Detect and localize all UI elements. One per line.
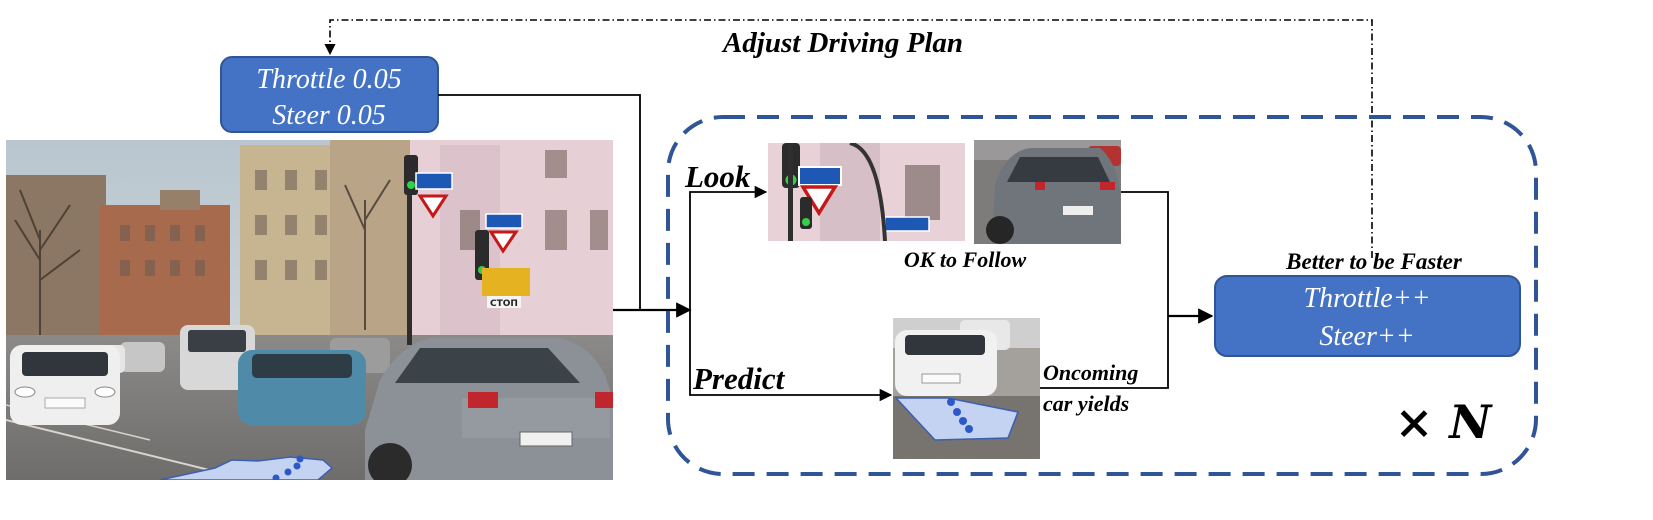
plan-connector-line [438, 94, 641, 310]
initial-throttle-text: Throttle 0.05 [256, 64, 401, 95]
better-to-be-faster-label: Better to be Faster [1285, 249, 1463, 274]
adjust-plan-title: Adjust Driving Plan [721, 27, 963, 59]
look-crop-car-image [974, 140, 1121, 244]
look-merge-line [1121, 191, 1169, 316]
look-label: Look [684, 159, 751, 194]
look-branch-line [689, 185, 768, 310]
initial-plan-box: Throttle 0.05 Steer 0.05 [220, 56, 439, 133]
oncoming-label-line1: Oncoming [1043, 360, 1138, 385]
stop-sign-text: СТОП [490, 299, 518, 309]
repeat-module-border [666, 115, 1538, 476]
adjusted-steer-text: Steer++ [1319, 321, 1414, 352]
ok-to-follow-label: OK to Follow [904, 247, 1027, 272]
predict-label: Predict [692, 361, 786, 396]
predict-crop-image [893, 318, 1040, 459]
adjusted-plan-box: Throttle++ Steer++ [1214, 275, 1521, 357]
feedback-loop-line [324, 19, 1373, 258]
oncoming-label-line2: car yields [1043, 391, 1129, 416]
predict-merge-line [1040, 316, 1169, 389]
repeat-n-label: × N [1395, 395, 1494, 449]
predict-branch-line [689, 310, 893, 402]
street-scene-image: СТОП [6, 140, 613, 480]
look-crop-traffic-sign-image [768, 143, 965, 241]
adjusted-throttle-text: Throttle++ [1304, 283, 1431, 314]
initial-steer-text: Steer 0.05 [272, 100, 386, 131]
